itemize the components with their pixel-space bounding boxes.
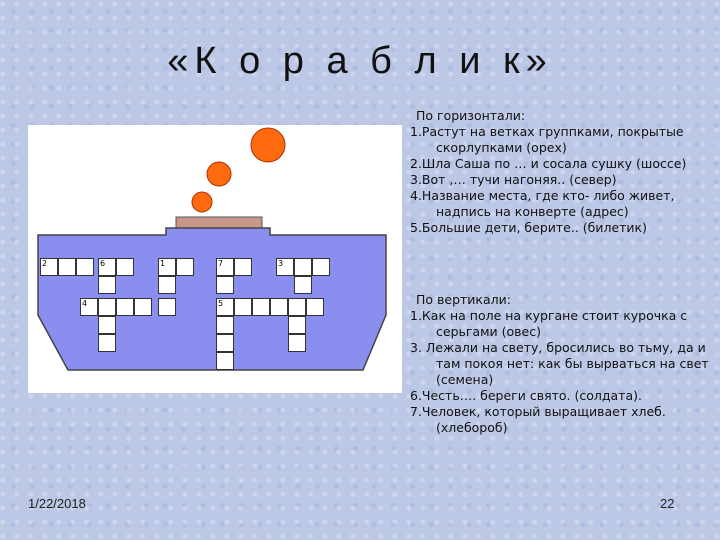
clue-item: 6.Честь…. береги свято. (солдата). xyxy=(410,388,642,403)
crossword-cell[interactable] xyxy=(252,298,270,316)
crossword-cell[interactable] xyxy=(294,276,312,294)
crossword-cell[interactable] xyxy=(234,298,252,316)
vertical-clues: По вертикали: 1.Как на поле на кургане с… xyxy=(408,292,718,436)
crossword-cell[interactable] xyxy=(98,334,116,352)
crossword-cell[interactable] xyxy=(216,352,234,370)
crossword-cell[interactable]: 3 xyxy=(276,258,294,276)
crossword-cell[interactable] xyxy=(176,258,194,276)
crossword-cell[interactable] xyxy=(98,276,116,294)
crossword-cell[interactable] xyxy=(288,298,306,316)
crossword-cell[interactable] xyxy=(270,298,288,316)
crossword-cell[interactable] xyxy=(58,258,76,276)
cell-label: 7 xyxy=(218,259,224,268)
crossword-cell[interactable] xyxy=(216,334,234,352)
crossword-cell[interactable] xyxy=(312,258,330,276)
horizontal-clues: По горизонтали: 1.Растут на ветках групп… xyxy=(408,108,718,236)
clue-item: 5.Большие дети, берите.. (билетик) xyxy=(410,220,647,235)
crossword-cell[interactable] xyxy=(98,298,116,316)
crossword-cell[interactable] xyxy=(158,298,176,316)
crossword-cell[interactable] xyxy=(98,316,116,334)
crossword-cell[interactable] xyxy=(216,276,234,294)
crossword-cell[interactable]: 2 xyxy=(40,258,58,276)
crossword-cell[interactable]: 5 xyxy=(216,298,234,316)
crossword-cell[interactable] xyxy=(158,276,176,294)
cell-label: 5 xyxy=(218,299,224,308)
crossword-cell[interactable] xyxy=(288,334,306,352)
crossword-cell[interactable] xyxy=(288,316,306,334)
crossword-cell[interactable] xyxy=(76,258,94,276)
horizontal-header: По горизонтали: xyxy=(416,108,526,123)
cell-label: 4 xyxy=(82,299,88,308)
cell-label: 2 xyxy=(42,259,48,268)
smoke-ball-small xyxy=(191,191,213,213)
clue-item: 1.Как на поле на кургане стоит курочка с… xyxy=(410,308,688,339)
crossword-cell[interactable]: 6 xyxy=(98,258,116,276)
slide-date: 1/22/2018 xyxy=(28,496,86,511)
smoke-ball-medium xyxy=(206,161,232,187)
crossword-cell[interactable]: 7 xyxy=(216,258,234,276)
clue-item: 7.Человек, который выращивает хлеб. (хле… xyxy=(410,404,666,435)
clue-item: 3. Лежали на свету, бросились во тьму, д… xyxy=(410,340,709,387)
crossword-cell[interactable] xyxy=(306,298,324,316)
slide-title: «К о р а б л и к» xyxy=(167,40,553,82)
cell-label: 3 xyxy=(278,259,284,268)
crossword-cell[interactable] xyxy=(134,298,152,316)
crossword-cell[interactable] xyxy=(116,258,134,276)
ship-crossword-picture: 2 6 1 7 3 4 5 xyxy=(28,125,402,393)
crossword-cell[interactable]: 4 xyxy=(80,298,98,316)
crossword-cell[interactable] xyxy=(294,258,312,276)
slide-number: 22 xyxy=(660,496,675,511)
crossword-cell[interactable] xyxy=(216,316,234,334)
vertical-header: По вертикали: xyxy=(416,292,511,307)
clue-item: 3.Вот ,… тучи нагоняя.. (север) xyxy=(410,172,617,187)
crossword-cell[interactable]: 1 xyxy=(158,258,176,276)
cell-label: 6 xyxy=(100,259,106,268)
smoke-ball-large xyxy=(250,127,286,163)
crossword-cell[interactable] xyxy=(234,258,252,276)
funnel-cap xyxy=(175,216,263,229)
crossword-cell[interactable] xyxy=(116,298,134,316)
cell-label: 1 xyxy=(160,259,166,268)
clue-item: 4.Название места, где кто- либо живет, н… xyxy=(410,188,675,219)
clue-item: 2.Шла Саша по … и сосала сушку (шоссе) xyxy=(410,156,687,171)
clue-item: 1.Растут на ветках группками, покрытые с… xyxy=(410,124,684,155)
